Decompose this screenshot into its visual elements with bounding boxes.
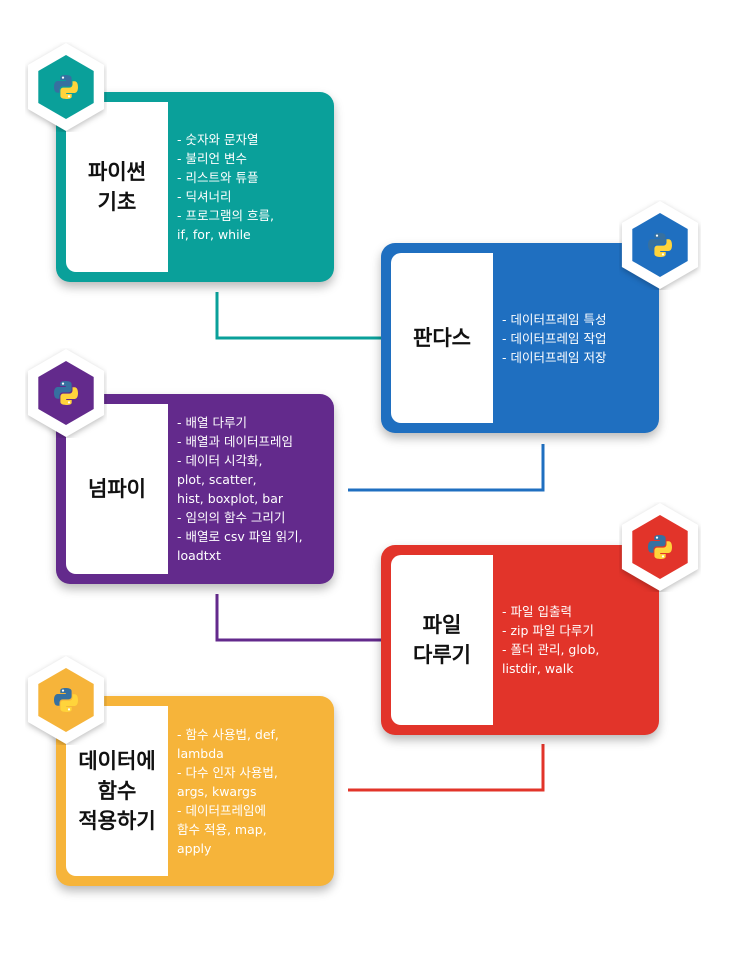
card-title: 파이썬 기초 xyxy=(88,160,146,214)
python-badge-numpy xyxy=(27,349,105,437)
topic-item: - zip 파일 다루기 xyxy=(502,623,594,638)
card-title: 데이터에 함수 적용하기 xyxy=(78,749,156,833)
topic-item: - 불리언 변수 xyxy=(177,151,247,166)
topic-item: - 데이터프레임 작업 xyxy=(502,330,607,346)
topic-item: - 임의의 함수 그리기 xyxy=(177,510,286,525)
topic-item: - 데이터프레임 특성 xyxy=(502,311,607,327)
topic-item: - 배열로 csv 파일 읽기, loadtxt xyxy=(177,529,303,563)
card-title: 판다스 xyxy=(413,326,471,350)
connector-pandas-numpy xyxy=(348,444,545,492)
topic-item: - 프로그램의 흐름, if, for, while xyxy=(177,208,274,242)
connector-numpy-file xyxy=(215,594,382,642)
topic-item: - 배열 다루기 xyxy=(177,415,247,430)
card-apply-functions: 데이터에 함수 적용하기 - 함수 사용법, def, lambda- 다수 인… xyxy=(56,696,334,886)
python-badge-file xyxy=(621,503,699,591)
topic-item: - 폴더 관리, glob, listdir, walk xyxy=(502,642,600,676)
topic-item: - 딕셔너리 xyxy=(177,189,232,204)
card-file-handling: 파일 다루기 - 파일 입출력 - zip 파일 다루기 - 폴더 관리, glob… xyxy=(381,545,659,735)
card-pandas: 판다스 - 데이터프레임 특성 - 데이터프레임 작업 - 데이터프레임 저장 xyxy=(381,243,659,433)
card-topic-list: - 파일 입출력 - zip 파일 다루기 - 폴더 관리, glob, listd… xyxy=(502,545,651,735)
card-numpy: 넘파이 - 배열 다루기 - 배열과 데이터프레임 - 데이터 시각화, plot,… xyxy=(56,394,334,584)
python-logo-icon xyxy=(54,688,78,712)
card-title: 넘파이 xyxy=(88,477,146,501)
card-title: 파일 다루기 xyxy=(413,613,471,667)
python-logo-icon xyxy=(54,381,78,405)
python-logo-icon xyxy=(54,75,78,99)
card-title-panel: 파이썬 기초 xyxy=(66,102,168,272)
card-title-panel: 넘파이 xyxy=(66,404,168,574)
topic-item: - 다수 인자 사용법, args, kwargs xyxy=(177,764,278,799)
card-python-basics: 파이썬 기초 - 숫자와 문자열- 불리언 변수- 리스트와 튜플- 딕셔너리-… xyxy=(56,92,334,282)
connector-file-apply xyxy=(348,744,545,792)
python-logo-icon xyxy=(648,233,672,257)
topic-item: - 파일 입출력 xyxy=(502,604,572,619)
card-title-panel: 판다스 xyxy=(391,253,493,423)
card-title-panel: 파일 다루기 xyxy=(391,555,493,725)
topic-item: - 리스트와 튜플 xyxy=(177,170,259,185)
topic-item: - 숫자와 문자열 xyxy=(177,132,259,147)
card-title-panel: 데이터에 함수 적용하기 xyxy=(66,706,168,876)
topic-item: - 배열과 데이터프레임 xyxy=(177,434,293,449)
card-topic-list: - 배열 다루기 - 배열과 데이터프레임 - 데이터 시각화, plot, sca… xyxy=(177,394,326,584)
connector-basics-pandas xyxy=(215,292,382,340)
topic-item: - 데이터프레임 저장 xyxy=(502,349,607,365)
python-badge-pandas xyxy=(621,201,699,289)
topic-item: - 함수 사용법, def, lambda xyxy=(177,726,279,761)
python-logo-icon xyxy=(648,535,672,559)
card-topic-list: - 함수 사용법, def, lambda- 다수 인자 사용법, args, … xyxy=(177,696,326,886)
python-badge-basics xyxy=(27,43,105,131)
topic-item: - 데이터프레임에 함수 적용, map, apply xyxy=(177,802,267,856)
card-topic-list: - 숫자와 문자열 - 불리언 변수 - 리스트와 튜플 - 딕셔너리 - 프로그램의 … xyxy=(177,92,326,282)
python-badge-apply xyxy=(27,656,105,744)
card-topic-list: - 데이터프레임 특성 - 데이터프레임 작업 - 데이터프레임 저장 xyxy=(502,243,651,433)
topic-item: - 데이터 시각화, plot, scatter, hist, boxplot,… xyxy=(177,453,283,506)
